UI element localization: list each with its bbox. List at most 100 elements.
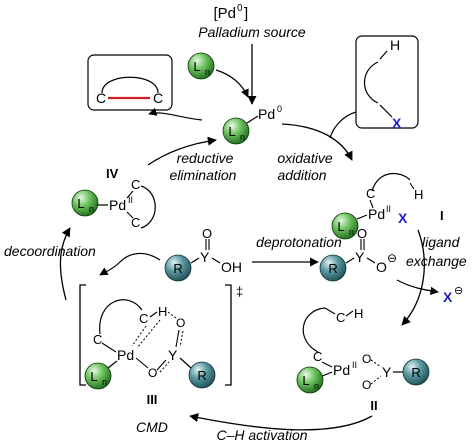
- svg-text:Pd: Pd: [258, 106, 275, 122]
- ligand-join-arrow: [215, 69, 249, 98]
- svg-text:n: n: [205, 67, 210, 77]
- svg-text:R: R: [173, 261, 182, 276]
- svg-text:L: L: [302, 373, 309, 388]
- svg-text:O: O: [362, 352, 371, 366]
- svg-text:O: O: [176, 316, 185, 330]
- svg-text:Pd: Pd: [109, 197, 126, 213]
- pd0-complex: L n Pd 0: [222, 104, 282, 145]
- svg-text:Y: Y: [382, 364, 392, 380]
- intermediate-iv: IV L n Pd II C C: [71, 166, 156, 230]
- carboxylic-acid: R Y O OH: [164, 226, 242, 282]
- svg-text:II: II: [370, 398, 377, 413]
- svg-text:reductive: reductive: [177, 150, 234, 166]
- svg-text:Y: Y: [168, 347, 178, 363]
- svg-text:II: II: [128, 195, 133, 205]
- palladium-source-caption: Palladium source: [198, 24, 306, 40]
- svg-text:oxidative: oxidative: [277, 150, 332, 166]
- ch-activation-arrow: [189, 413, 373, 431]
- svg-text:⊖: ⊖: [454, 285, 463, 297]
- leaving-x-anion: X ⊖: [443, 285, 463, 305]
- svg-text:H: H: [354, 306, 363, 321]
- intermediate-i: C H Pd II X I L n: [331, 172, 444, 240]
- svg-text:X: X: [392, 115, 402, 131]
- product-box: C C: [87, 54, 173, 111]
- svg-text:X: X: [443, 289, 453, 305]
- svg-text:n: n: [349, 227, 354, 237]
- svg-text:II: II: [352, 360, 357, 370]
- oxidative-addition-arrow: [281, 123, 353, 161]
- svg-text:L: L: [228, 124, 235, 139]
- x-release-arrow: [396, 279, 439, 296]
- svg-text:]: ]: [244, 5, 248, 22]
- svg-text:C: C: [336, 310, 345, 325]
- acid-join-arrow: [99, 252, 161, 276]
- substrate-join-arrow: [329, 111, 357, 139]
- intermediate-ii: C H C Pd II O O Y R L n II: [296, 306, 430, 413]
- svg-text:n: n: [102, 377, 107, 387]
- svg-text:R: R: [197, 368, 206, 383]
- svg-text:addition: addition: [277, 167, 326, 183]
- svg-text:‡: ‡: [236, 284, 243, 299]
- product-release-arrow: [148, 107, 203, 121]
- svg-text:R: R: [328, 261, 337, 276]
- iv-to-pd0-arrow: [147, 136, 217, 166]
- free-ligand-ball: L n: [187, 52, 215, 80]
- svg-text:n: n: [89, 204, 94, 214]
- svg-text:ligand: ligand: [422, 234, 461, 250]
- svg-text:Pd: Pd: [117, 347, 134, 363]
- step-cmd: CMD: [136, 419, 168, 435]
- svg-text:H: H: [390, 37, 400, 53]
- palladium-source-header: [Pd 0 ] Palladium source: [198, 3, 306, 40]
- svg-text:Pd: Pd: [368, 206, 385, 222]
- step-oxidative-addition: oxidative addition: [277, 150, 332, 183]
- svg-text:O: O: [148, 366, 157, 380]
- svg-text:n: n: [240, 132, 245, 142]
- svg-text:elimination: elimination: [170, 167, 237, 183]
- svg-text:R: R: [411, 365, 420, 380]
- svg-text:II: II: [386, 204, 391, 214]
- svg-text:Pd: Pd: [333, 362, 350, 378]
- svg-text:X: X: [398, 210, 408, 226]
- step-decoordination: decoordination: [4, 243, 96, 259]
- svg-text:n: n: [314, 381, 319, 391]
- step-ch-activation: C–H activation: [216, 427, 307, 442]
- svg-text:0: 0: [277, 104, 282, 114]
- intermediate-iii: ‡ C C H O Pd O Y R L n III: [79, 284, 243, 407]
- substrate-box: H X: [355, 35, 419, 131]
- svg-text:OH: OH: [221, 259, 242, 275]
- svg-text:H: H: [158, 304, 167, 319]
- svg-text:⊖: ⊖: [387, 251, 397, 265]
- svg-text:O: O: [376, 259, 387, 275]
- step-deprotonation: deprotonation: [256, 234, 342, 250]
- svg-text:Y: Y: [355, 249, 365, 265]
- svg-text:I: I: [440, 208, 444, 223]
- svg-text:C: C: [93, 332, 102, 347]
- svg-text:L: L: [337, 219, 344, 234]
- step-ligand-exchange: ligand exchange: [406, 234, 467, 269]
- svg-text:III: III: [147, 392, 158, 407]
- svg-text:O: O: [362, 378, 371, 392]
- svg-text:exchange: exchange: [406, 253, 467, 269]
- svg-text:O: O: [202, 226, 212, 241]
- svg-text:O: O: [357, 226, 367, 241]
- svg-text:[Pd: [Pd: [213, 5, 236, 22]
- svg-text:C: C: [131, 177, 140, 192]
- svg-text:C: C: [139, 311, 148, 326]
- ligand-exchange-arrow: [401, 229, 425, 326]
- carboxylate: R Y O O ⊖: [319, 226, 397, 282]
- svg-text:0: 0: [237, 3, 243, 14]
- svg-text:L: L: [90, 369, 97, 384]
- svg-text:L: L: [77, 196, 84, 211]
- svg-text:L: L: [193, 59, 200, 74]
- svg-text:H: H: [414, 187, 423, 202]
- iii-to-iv-arrow: [59, 227, 71, 301]
- svg-text:C: C: [131, 215, 140, 230]
- svg-text:IV: IV: [106, 166, 119, 181]
- svg-text:C: C: [366, 186, 375, 201]
- svg-text:C: C: [153, 90, 163, 106]
- svg-text:Y: Y: [200, 249, 210, 265]
- svg-text:C: C: [96, 90, 106, 106]
- svg-text:C: C: [313, 349, 322, 364]
- step-reductive-elimination: reductive elimination: [170, 150, 237, 183]
